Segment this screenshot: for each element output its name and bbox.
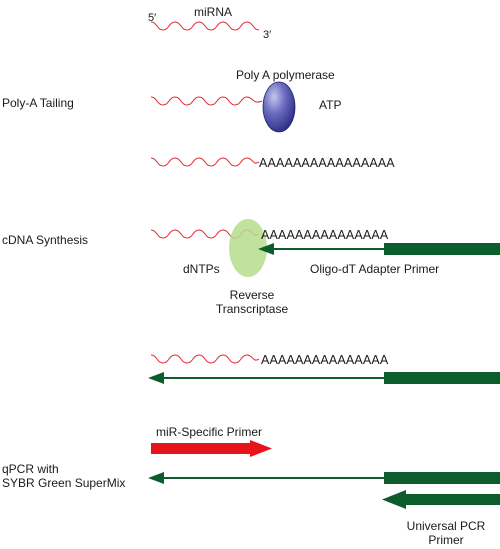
step-label-poly-a-tailing: Poly-A Tailing xyxy=(2,96,74,110)
universal-pcr-primer-arrowhead xyxy=(382,490,406,509)
poly-a-polymerase-label: Poly A polymerase xyxy=(236,68,335,82)
dntps-label: dNTPs xyxy=(183,262,220,276)
universal-pcr-primer-line1: Universal PCR xyxy=(406,519,486,533)
qpcr-line1: qPCR with xyxy=(2,462,59,476)
reverse-transcriptase-label: Reverse Transcriptase xyxy=(212,288,292,316)
step-label-cdna-synthesis: cDNA Synthesis xyxy=(2,233,89,247)
universal-pcr-primer-shaft xyxy=(404,494,500,505)
step-label-qpcr: qPCR with SYBR Green SuperMix xyxy=(2,462,125,490)
mirna-strand xyxy=(150,21,260,31)
mir-specific-primer-arrowhead xyxy=(250,440,272,457)
atp-label: ATP xyxy=(319,98,342,112)
rna-strand-product xyxy=(150,354,260,364)
poly-a-tail-product-label: AAAAAAAAAAAAAAA xyxy=(261,353,389,367)
mir-specific-primer-label: miR-Specific Primer xyxy=(156,425,263,439)
three-prime-label: 3′ xyxy=(263,29,272,41)
reverse-transcriptase-enzyme xyxy=(229,219,267,277)
oligo-dt-adapter-block xyxy=(384,243,500,255)
cdna-arrowhead xyxy=(258,243,274,255)
universal-pcr-primer-label: Universal PCR Primer xyxy=(394,519,498,547)
cdna-template-arrowhead xyxy=(148,472,164,484)
cdna-adapter-block xyxy=(384,372,500,384)
poly-a-polymerase-enzyme xyxy=(262,81,296,133)
reverse-transcriptase-line2: Transcriptase xyxy=(215,302,289,316)
rna-strand-tailing xyxy=(150,96,263,106)
universal-pcr-primer-line2: Primer xyxy=(428,533,464,547)
poly-a-tail-label: AAAAAAAAAAAAAAAA xyxy=(259,156,395,170)
cdna-template-adapter xyxy=(384,472,500,484)
oligo-dt-adapter-primer-label: Oligo-dT Adapter Primer xyxy=(310,262,440,276)
qpcr-line2: SYBR Green SuperMix xyxy=(2,476,126,490)
cdna-full-arrowhead xyxy=(148,372,164,384)
mir-specific-primer-shaft xyxy=(151,443,254,454)
five-prime-label: 5′ xyxy=(148,12,157,24)
mirna-label: miRNA xyxy=(194,5,232,19)
reverse-transcriptase-line1: Reverse xyxy=(229,288,275,302)
poly-a-tail-cdna-label: AAAAAAAAAAAAAAA xyxy=(261,228,389,242)
rna-strand-tailed xyxy=(150,157,260,167)
